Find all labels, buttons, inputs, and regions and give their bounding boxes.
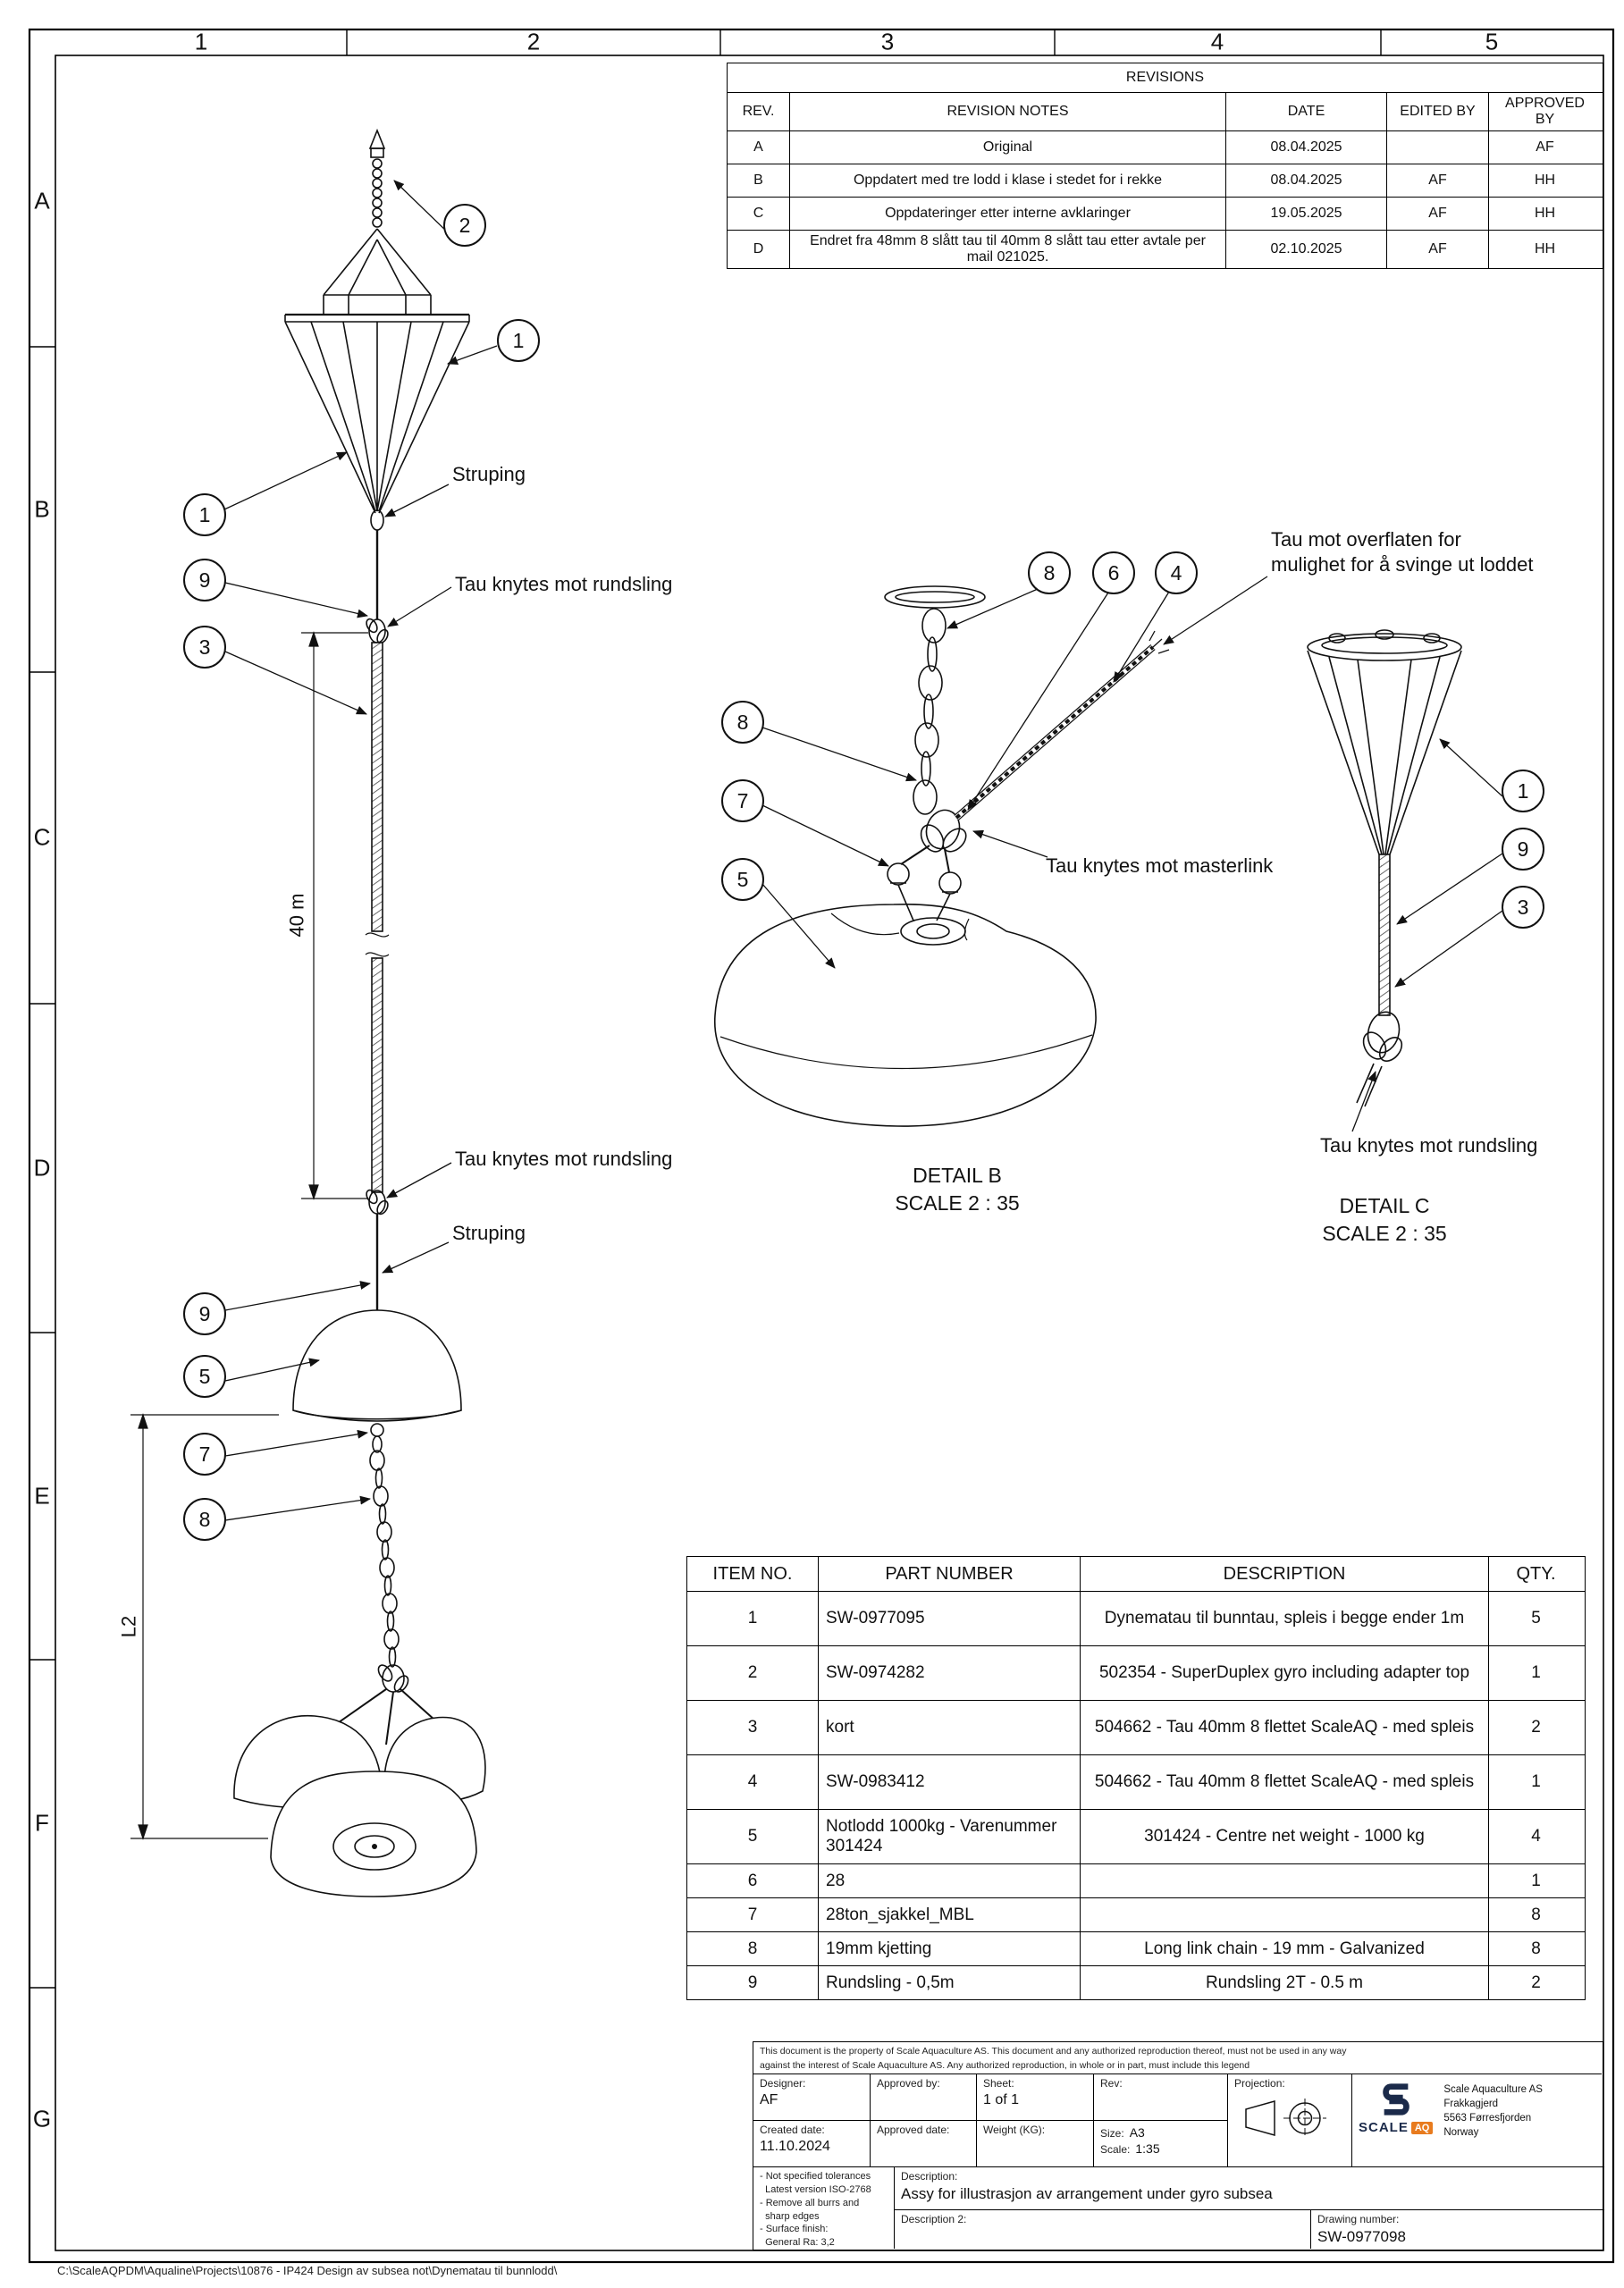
- grid-row-c: C: [33, 823, 51, 851]
- detail-b-scale: SCALE 2 : 35: [895, 1191, 1020, 1216]
- bom-row-2: 2 SW-0974282 502354 - SuperDuplex gyro i…: [687, 1646, 1585, 1701]
- grid-col-4: 4: [1210, 28, 1224, 55]
- grid-row-e: E: [34, 1482, 50, 1510]
- balloon-item-5: 5: [721, 858, 764, 901]
- label-tau-rundsling-top: Tau knytes mot rundsling: [455, 573, 673, 595]
- company-address: Scale Aquaculture AS Frakkagjerd 5563 Fø…: [1443, 2084, 1543, 2139]
- designer-cell: Designer: AF: [753, 2074, 871, 2121]
- sheet-frame: [28, 28, 1615, 2264]
- detail-c-scale: SCALE 2 : 35: [1322, 1222, 1447, 1246]
- bom-row-6: 6 28 1: [687, 1864, 1585, 1898]
- balloon-item-1: 1: [183, 493, 226, 536]
- label-tau-masterlink: Tau knytes mot masterlink: [1046, 854, 1274, 877]
- grid-col-1: 1: [194, 28, 208, 55]
- sheet-cell: Sheet: 1 of 1: [977, 2074, 1094, 2121]
- label-tau-rundsling-mid: Tau knytes mot rundsling: [455, 1148, 673, 1170]
- bom-row-8: 8 19mm kjetting Long link chain - 19 mm …: [687, 1932, 1585, 1966]
- grid-row-g: G: [32, 2105, 52, 2132]
- bom-row-5: 5 Notlodd 1000kg - Varenummer 301424 301…: [687, 1810, 1585, 1864]
- main-assembly-drawing: [233, 128, 486, 1897]
- detail-c-drawing: [1307, 629, 1462, 1107]
- aq-badge: AQ: [1410, 2121, 1434, 2134]
- revision-row-b: B Oppdatert med tre lodd i klase i stede…: [728, 164, 1603, 198]
- balloon-item-1: 1: [1502, 770, 1544, 812]
- grid-row-f: F: [35, 1809, 49, 1837]
- projection-cell: Projection:: [1228, 2074, 1352, 2167]
- revisions-header-row: REV. REVISION NOTES DATE EDITED BY APPRO…: [728, 93, 1603, 131]
- scaleaq-logo-icon: [1382, 2083, 1409, 2116]
- revision-row-d: D Endret fra 48mm 8 slått tau til 40mm 8…: [728, 231, 1603, 268]
- balloon-item-9: 9: [1502, 828, 1544, 871]
- company-cell: SCALE AQ Scale Aquaculture AS Frakkagjer…: [1352, 2074, 1604, 2167]
- revision-row-a: A Original 08.04.2025 AF: [728, 131, 1603, 164]
- balloon-item-9: 9: [183, 1292, 226, 1335]
- dimension-40m: 40 m: [285, 893, 308, 938]
- balloon-item-4: 4: [1155, 551, 1198, 594]
- weight-cell: Weight (KG):: [977, 2121, 1094, 2167]
- label-tau-rundsling-detail-c: Tau knytes mot rundsling: [1320, 1134, 1538, 1157]
- dimension-lines: [130, 631, 368, 1840]
- balloon-item-1: 1: [497, 319, 540, 362]
- description2-cell: Description 2:: [895, 2210, 1311, 2249]
- grid-col-3: 3: [880, 28, 895, 55]
- revision-row-c: C Oppdateringer etter interne avklaringe…: [728, 198, 1603, 231]
- grid-row-b: B: [34, 495, 50, 523]
- grid-col-2: 2: [526, 28, 541, 55]
- created-date-cell: Created date: 11.10.2024: [753, 2121, 871, 2167]
- tolerances-note: - Not specified tolerances Latest versio…: [753, 2167, 895, 2249]
- detail-c-caption: DETAIL C SCALE 2 : 35: [1322, 1192, 1446, 1248]
- balloon-item-9: 9: [183, 559, 226, 601]
- revisions-table: REVISIONS REV. REVISION NOTES DATE EDITE…: [727, 63, 1603, 269]
- bom-row-4: 4 SW-0983412 504662 - Tau 40mm 8 flettet…: [687, 1755, 1585, 1810]
- label-struping-top: Struping: [452, 463, 526, 485]
- bom-row-1: 1 SW-0977095 Dynematau til bunntau, sple…: [687, 1592, 1585, 1646]
- balloon-item-8: 8: [1028, 551, 1071, 594]
- balloon-item-8: 8: [183, 1498, 226, 1541]
- approved-by-cell: Approved by:: [871, 2074, 977, 2121]
- label-tau-overflaten: Tau mot overflaten for mulighet for å sv…: [1271, 528, 1534, 576]
- balloon-item-3: 3: [1502, 886, 1544, 929]
- scaleaq-wordmark: SCALE AQ: [1359, 2120, 1434, 2135]
- detail-b-caption: DETAIL B SCALE 2 : 35: [895, 1162, 1019, 1217]
- rev-cell: Rev:: [1094, 2074, 1228, 2121]
- bom-header-row: ITEM NO. PART NUMBER DESCRIPTION QTY.: [687, 1557, 1585, 1592]
- legal-notice: This document is the property of Scale A…: [753, 2042, 1602, 2074]
- projection-symbol: [1245, 2099, 1326, 2138]
- bom-table: ITEM NO. PART NUMBER DESCRIPTION QTY. 1 …: [686, 1556, 1586, 2000]
- description-cell: Description: Assy for illustrasjon av ar…: [895, 2167, 1604, 2210]
- approved-date-cell: Approved date:: [871, 2121, 977, 2167]
- detail-c-title: DETAIL C: [1339, 1194, 1430, 1217]
- leader-lines-main: [223, 180, 498, 1521]
- label-struping-mid: Struping: [452, 1222, 526, 1244]
- balloon-item-8: 8: [721, 701, 764, 744]
- file-path: C:\ScaleAQPDM\Aqualine\Projects\10876 - …: [57, 2264, 558, 2277]
- size-scale-cell: Size:A3 Scale:1:35: [1094, 2121, 1228, 2167]
- bom-row-7: 7 28ton_sjakkel_MBL 8: [687, 1898, 1585, 1932]
- revisions-title: REVISIONS: [728, 63, 1603, 93]
- detail-b-title: DETAIL B: [913, 1164, 1002, 1187]
- bom-row-9: 9 Rundsling - 0,5m Rundsling 2T - 0.5 m …: [687, 1966, 1585, 1999]
- bom-row-3: 3 kort 504662 - Tau 40mm 8 flettet Scale…: [687, 1701, 1585, 1755]
- dimension-l2: L2: [117, 1615, 140, 1638]
- balloon-item-2: 2: [443, 204, 486, 247]
- leader-lines-detail-b: [762, 576, 1268, 969]
- leader-lines-detail-c: [1351, 738, 1503, 1132]
- balloon-item-3: 3: [183, 626, 226, 669]
- grid-col-5: 5: [1485, 28, 1499, 55]
- drawing-number-cell: Drawing number: SW-0977098: [1317, 2213, 1406, 2245]
- balloon-item-5: 5: [183, 1355, 226, 1398]
- balloon-item-7: 7: [183, 1433, 226, 1476]
- grid-row-d: D: [33, 1154, 51, 1182]
- balloon-item-7: 7: [721, 779, 764, 822]
- balloon-item-6: 6: [1092, 551, 1135, 594]
- title-block: This document is the property of Scale A…: [753, 2041, 1604, 2250]
- grid-row-a: A: [34, 187, 50, 214]
